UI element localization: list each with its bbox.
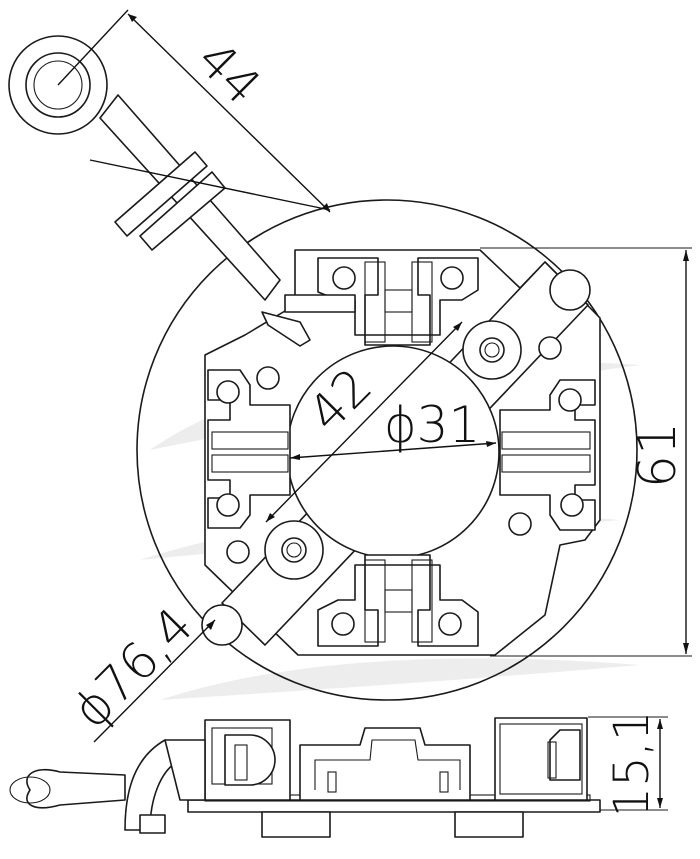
brush-holder-top <box>317 257 479 346</box>
plan-view <box>8 35 638 701</box>
dim-outer-diameter-label: ϕ76,4 <box>61 596 204 739</box>
dim-thickness-label: 15,1 <box>604 711 660 818</box>
brush-holder-right <box>499 379 596 536</box>
brush-holder-bottom <box>317 554 479 647</box>
outer-circle <box>136 199 638 701</box>
side-holder-right <box>494 717 588 801</box>
dim-inner-diameter-label: ϕ31 <box>384 396 481 454</box>
dim-outer-diameter: ϕ76,4 <box>61 596 216 743</box>
side-base-plate <box>187 799 601 813</box>
dim-thickness: 15,1 <box>588 711 668 818</box>
brush-holder-left <box>207 366 291 529</box>
dim-height-plan-label: 61 <box>628 422 688 488</box>
mounting-hole-upper <box>462 320 522 380</box>
side-holder-left <box>204 719 291 801</box>
side-center-hat <box>299 727 471 801</box>
dim-height-plan: 61 <box>480 247 692 657</box>
mounting-hole-lower <box>264 520 324 580</box>
dim-inner-diameter: ϕ31 <box>289 396 497 460</box>
lead-wire <box>99 94 356 347</box>
dim-lead-length-label: 44 <box>186 30 272 116</box>
side-lead <box>9 739 206 834</box>
side-view <box>9 717 601 838</box>
